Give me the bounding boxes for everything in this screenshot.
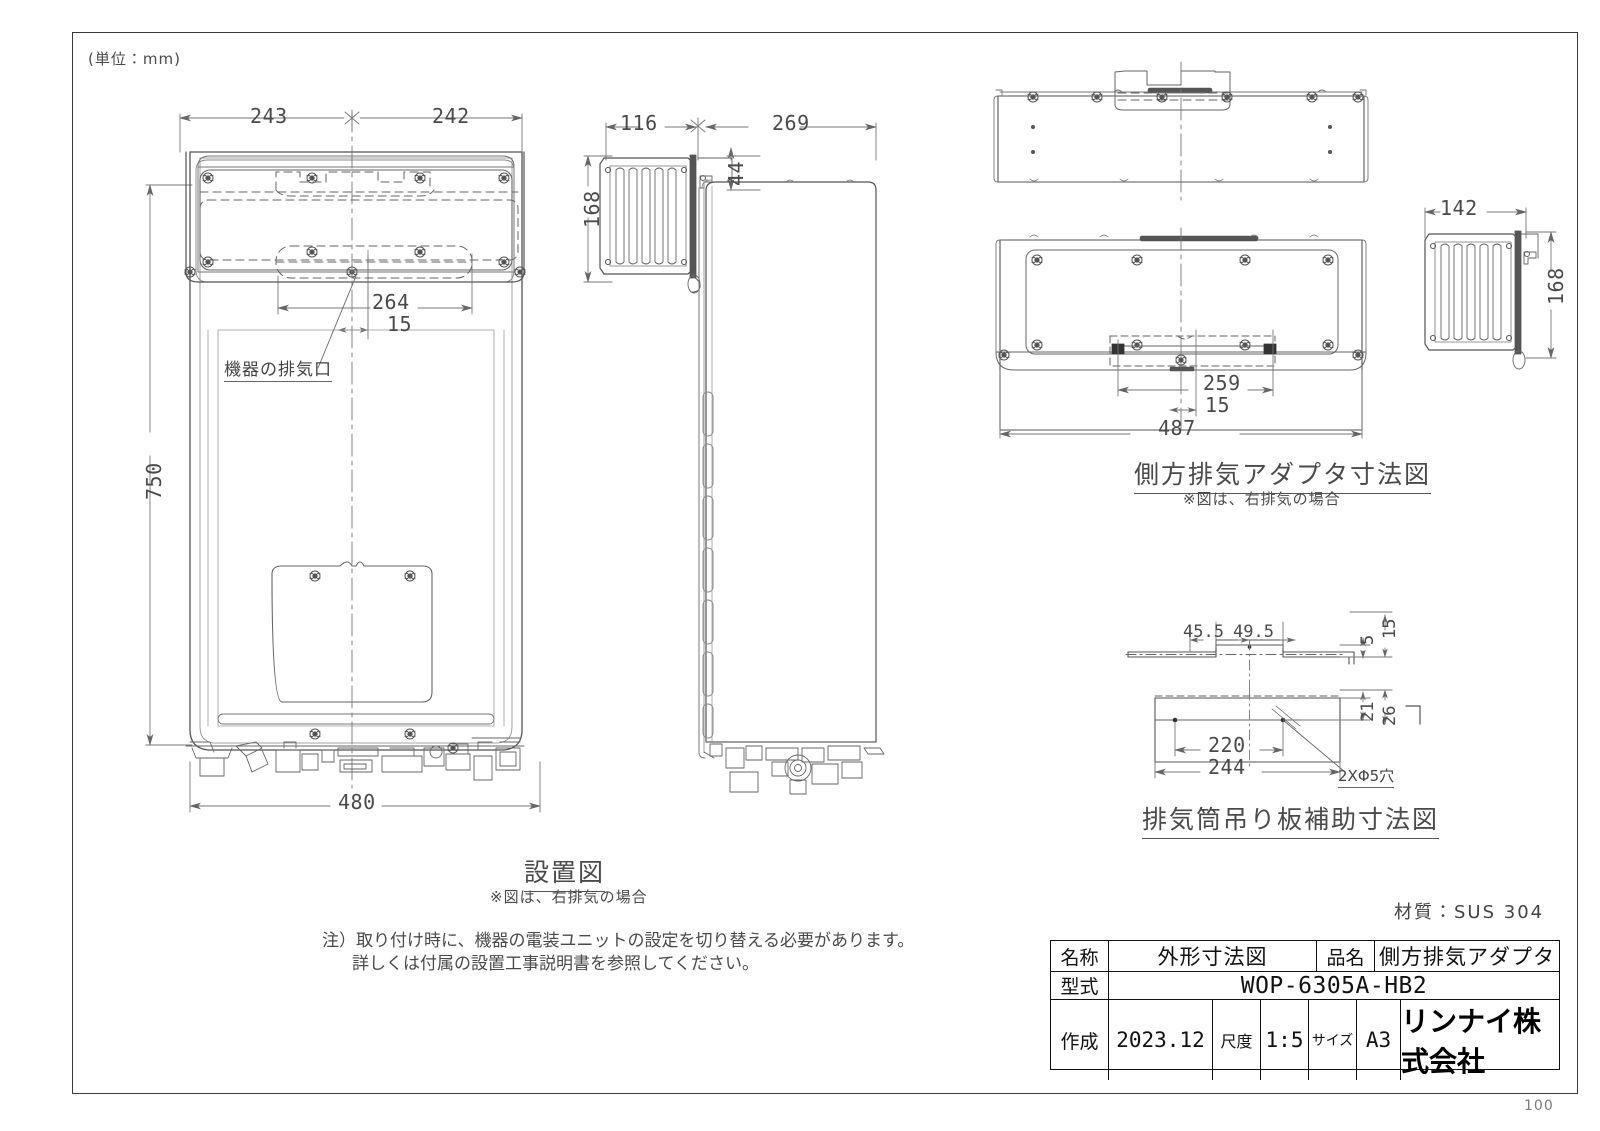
- unit-note: (単位：mm): [88, 50, 181, 68]
- page-number: 100: [1524, 1098, 1554, 1114]
- caption-flue-hanger-plate: 排気筒吊り板補助寸法図: [1142, 800, 1440, 839]
- title-block-part-key: 品名: [1317, 941, 1375, 971]
- title-block-scale-key: 尺度: [1213, 1000, 1261, 1080]
- title-block-scale-value: 1:5: [1261, 1000, 1309, 1080]
- dim-264: 264: [372, 290, 410, 314]
- title-block: 名称 外形寸法図 品名 側方排気アダプタ 型式 WOP-6305A-HB2 作成…: [1050, 940, 1560, 1080]
- dim-487: 487: [1158, 416, 1196, 440]
- dim-259: 259: [1203, 371, 1241, 395]
- title-block-part-value: 側方排気アダプタ: [1379, 945, 1555, 969]
- dim-142: 142: [1440, 196, 1478, 220]
- title-block-row-name: 名称 外形寸法図 品名 側方排気アダプタ: [1051, 941, 1559, 972]
- title-block-size-key: サイズ: [1309, 1000, 1357, 1080]
- title-block-created-key: 作成: [1051, 1000, 1109, 1080]
- title-block-size-value: A3: [1357, 1000, 1401, 1080]
- dim-49-5: 49.5: [1233, 622, 1274, 642]
- dim-243: 243: [250, 104, 288, 128]
- title-block-row-model: 型式 WOP-6305A-HB2: [1051, 972, 1559, 1000]
- drawing-frame: [72, 32, 1578, 1094]
- dim-220: 220: [1208, 733, 1246, 757]
- note-line-2: 詳しくは付属の設置工事説明書を参照してください。: [352, 954, 759, 974]
- subcaption-installation: ※図は、右排気の場合: [490, 888, 648, 906]
- dim-116: 116: [620, 111, 658, 135]
- title-block-created-value: 2023.12: [1109, 1000, 1213, 1080]
- dim-242: 242: [432, 104, 470, 128]
- dim-15-plate: 15: [1380, 618, 1400, 639]
- title-block-row-meta: 作成 2023.12 尺度 1:5 サイズ A3 リンナイ株式会社: [1051, 1000, 1559, 1080]
- material-spec: 材質：SUS 304: [1394, 902, 1545, 923]
- dim-44: 44: [724, 160, 748, 186]
- dim-480: 480: [338, 790, 376, 814]
- dim-5: 5: [1358, 634, 1378, 645]
- dim-750: 750: [142, 462, 166, 500]
- dim-26: 26: [1380, 705, 1400, 726]
- dim-244: 244: [1208, 755, 1246, 779]
- title-block-name-key: 名称: [1051, 941, 1109, 971]
- callout-exhaust-port: 機器の排気口: [224, 355, 332, 382]
- dim-45-5: 45.5: [1183, 622, 1224, 642]
- title-block-model-key: 型式: [1051, 972, 1109, 999]
- dim-168-louver: 168: [1544, 267, 1568, 305]
- subcaption-side-exhaust-adapter: ※図は、右排気の場合: [1183, 490, 1341, 508]
- note-line-1: 注）取り付け時に、機器の電装ユニットの設定を切り替える必要があります。: [322, 931, 915, 951]
- title-block-name-value: 外形寸法図: [1109, 941, 1317, 971]
- dim-15-adapter: 15: [1205, 393, 1231, 417]
- title-block-company: リンナイ株式会社: [1401, 1005, 1542, 1078]
- dim-21: 21: [1358, 701, 1378, 722]
- dim-269: 269: [772, 111, 810, 135]
- caption-installation: 設置図: [524, 853, 606, 892]
- dim-15-front: 15: [387, 312, 413, 336]
- label-2x-phi5-hole: 2XΦ5穴: [1338, 765, 1395, 788]
- title-block-model-value: WOP-6305A-HB2: [1240, 972, 1428, 999]
- dim-168-side: 168: [580, 190, 604, 228]
- caption-side-exhaust-adapter: 側方排気アダプタ寸法図: [1134, 455, 1432, 494]
